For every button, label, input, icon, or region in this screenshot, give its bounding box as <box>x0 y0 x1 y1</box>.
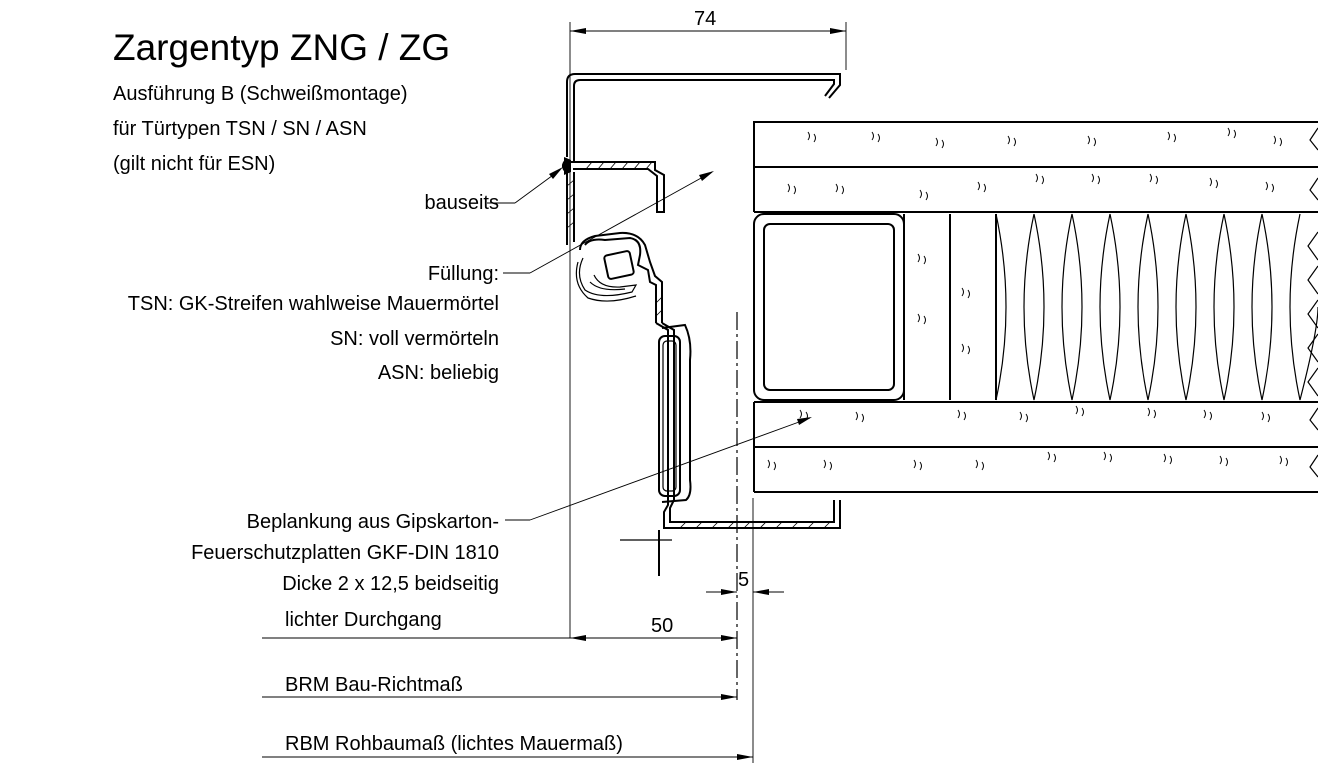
wall-boards <box>753 121 1318 493</box>
label-beplankung-2: Feuerschutzplatten GKF-DIN 1810 <box>191 542 499 564</box>
dimension-line-74 <box>569 22 847 638</box>
label-rbm: RBM Rohbaumaß (lichtes Mauermaß) <box>285 733 623 755</box>
label-beplankung-3: Dicke 2 x 12,5 beidseitig <box>282 573 499 595</box>
subtitle-line-1: Ausführung B (Schweißmontage) <box>113 83 408 105</box>
label-bauseits: bauseits <box>424 192 500 214</box>
stud-and-insulation <box>753 213 1318 401</box>
door-frame-profile <box>562 73 841 576</box>
subtitle-line-3: (gilt nicht für ESN) <box>113 153 276 175</box>
label-lichter-durchgang: lichter Durchgang <box>285 609 442 631</box>
subtitle-line-2: für Türtypen TSN / SN / ASN <box>113 118 367 140</box>
label-beplankung-1: Beplankung aus Gipskarton- <box>246 511 499 533</box>
dimension-74: 74 <box>694 8 717 30</box>
dimension-50: 50 <box>651 615 674 637</box>
label-fuellung-tsn: TSN: GK-Streifen wahlweise Mauermörtel <box>127 293 499 315</box>
label-fuellung-sn: SN: voll vermörteln <box>330 328 499 350</box>
leader-lines <box>487 167 812 521</box>
label-fuellung-asn: ASN: beliebig <box>377 362 499 384</box>
dimension-5: 5 <box>738 569 750 591</box>
label-brm: BRM Bau-Richtmaß <box>285 674 463 696</box>
drawing-title: Zargentyp ZNG / ZG <box>113 27 451 68</box>
dimension-lines-lower <box>262 312 784 763</box>
label-fuellung: Füllung: <box>427 263 499 285</box>
